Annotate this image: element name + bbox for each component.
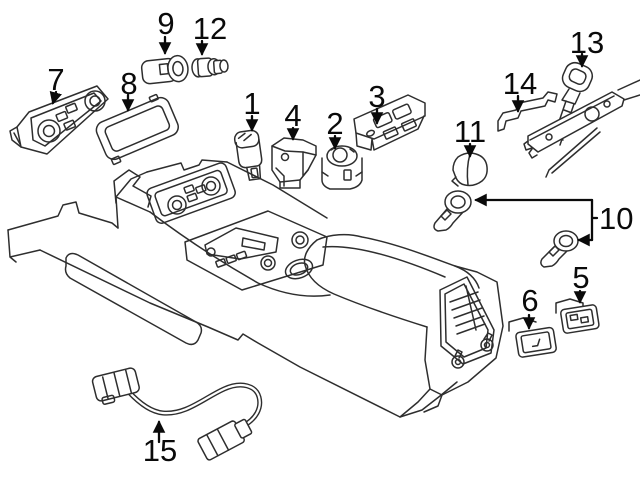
callout-arrows <box>49 35 599 444</box>
part-10-power-outlet-lower <box>540 230 579 268</box>
callout-11-label: 11 <box>454 114 486 149</box>
callout-8-label: 8 <box>120 66 137 101</box>
part-2-rotary-switch <box>321 145 363 190</box>
part-6-socket-block <box>508 317 557 358</box>
callout-3-label: 3 <box>368 79 385 114</box>
callout-14-label: 14 <box>503 66 537 101</box>
part-12-lighter-plug <box>191 57 229 78</box>
callout-9-label: 9 <box>157 6 174 41</box>
callout-7-label: 7 <box>47 62 64 97</box>
callout-6-label: 6 <box>521 283 538 318</box>
callout-1-label: 1 <box>243 86 260 121</box>
callout-12-label: 12 <box>193 11 227 46</box>
part-13-lever-assembly <box>523 61 640 178</box>
callout-labels: 7 8 9 12 1 4 2 3 13 14 11 10 5 6 15 <box>47 6 633 468</box>
part-3-switch-panel <box>353 94 426 151</box>
part-5-switch-block <box>555 298 600 334</box>
callout-15-label: 15 <box>143 433 177 468</box>
callout-13-label: 13 <box>570 25 604 60</box>
callout-10-label: 10 <box>599 201 633 236</box>
callout-2-label: 2 <box>326 106 343 141</box>
center-console-drawing <box>7 159 504 418</box>
part-4-bracket-switch <box>271 137 317 189</box>
part-1-button-switch <box>233 129 263 181</box>
part-15-cable-harness <box>91 367 263 461</box>
part-7-climate-control-unit <box>9 85 109 155</box>
part-9-lighter-socket <box>140 54 189 85</box>
callout-4-label: 4 <box>284 98 301 133</box>
callout-7-arrow <box>49 90 62 105</box>
callout-5-label: 5 <box>572 260 589 295</box>
callout-10-bracket <box>590 198 599 242</box>
part-10-power-outlet-upper <box>433 190 472 232</box>
part-11-control-knob <box>451 152 488 187</box>
